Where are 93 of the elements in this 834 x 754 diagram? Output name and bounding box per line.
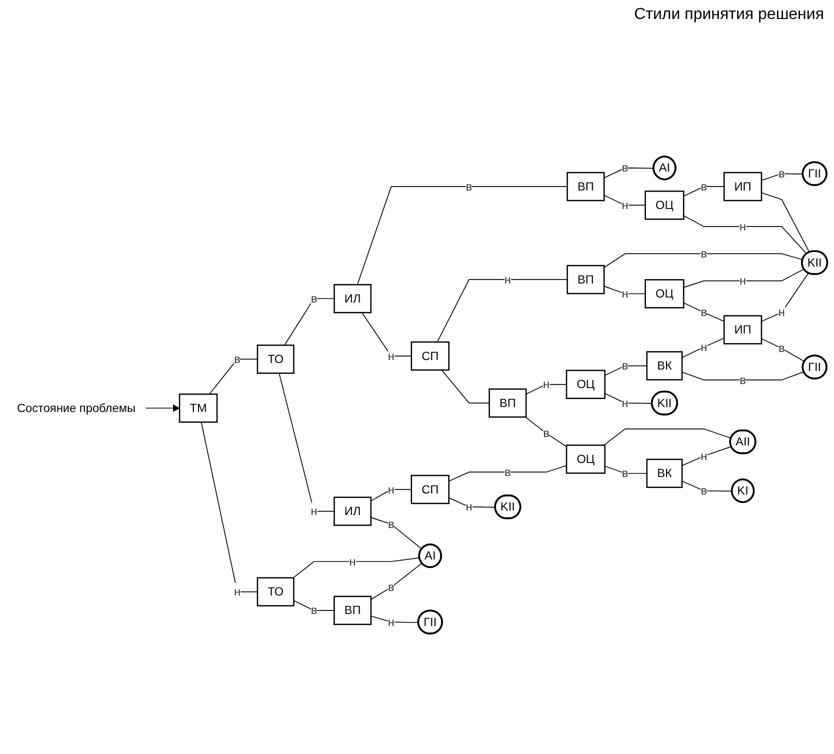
connector — [604, 286, 646, 294]
column-heading: Стили принятия решения — [634, 6, 824, 24]
node-box: ТО — [256, 577, 294, 606]
connector — [292, 557, 420, 578]
edge-label: в — [310, 603, 318, 617]
connector — [604, 253, 804, 268]
edge-label: н — [622, 396, 628, 410]
node-box: ОЦ — [644, 279, 684, 308]
node-text: Состояние проблемы — [16, 400, 136, 414]
node-box: ВП — [566, 264, 605, 294]
node-box: ОЦ — [566, 444, 606, 474]
edge-label: н — [466, 500, 472, 514]
node-box: ТО — [256, 344, 294, 374]
edge-label: н — [388, 482, 394, 496]
edge-label: н — [234, 584, 241, 598]
edge-label: в — [700, 484, 708, 498]
edge-label: н — [740, 274, 746, 288]
connector — [278, 372, 335, 512]
connector — [370, 562, 422, 600]
connector — [362, 312, 412, 356]
node-box: ВК — [646, 458, 683, 488]
edge-label: в — [622, 358, 628, 372]
connector — [682, 480, 733, 492]
node-box: ИЛ — [334, 496, 372, 526]
edge-label: н — [622, 198, 628, 212]
connector — [436, 279, 568, 342]
edge-label: в — [622, 160, 628, 174]
edge-label: в — [740, 372, 746, 386]
connector — [683, 302, 725, 322]
connector — [683, 268, 804, 288]
node-box: ВП — [334, 596, 372, 626]
node-box: СП — [410, 341, 450, 371]
connector — [604, 194, 646, 206]
node-box: ОЦ — [644, 190, 684, 220]
node-box: СП — [410, 474, 450, 504]
connector — [441, 370, 490, 404]
edge-label: н — [504, 272, 511, 286]
node-box: ТМ — [178, 394, 218, 423]
connector — [761, 173, 804, 181]
node-box: ИП — [723, 172, 762, 202]
edge-label: в — [234, 352, 240, 366]
connector — [604, 393, 653, 404]
arrow — [145, 404, 180, 412]
edge-label: в — [388, 517, 394, 531]
connector — [604, 365, 648, 376]
edge-label: в — [700, 305, 708, 319]
connector — [604, 168, 654, 178]
connector — [683, 186, 725, 197]
node-box: ВП — [488, 388, 527, 418]
edge-label: в — [622, 466, 628, 480]
node-box: ИП — [723, 315, 762, 344]
edge-label: в — [543, 426, 550, 440]
node-box: ИЛ — [334, 284, 372, 314]
edge-label: в — [700, 179, 708, 193]
edge-label: н — [700, 340, 708, 354]
edge-label: н — [543, 377, 550, 391]
edge-label: в — [504, 464, 511, 478]
edge-label: в — [778, 341, 785, 355]
connector — [284, 298, 335, 346]
connector — [448, 465, 567, 482]
connector — [448, 497, 496, 508]
edge-label: н — [349, 554, 356, 568]
connector — [603, 428, 732, 446]
connector — [761, 272, 809, 322]
edge-label: в — [388, 580, 394, 594]
edge-label: н — [778, 305, 785, 319]
connector — [200, 422, 258, 592]
connector — [761, 338, 806, 362]
edge-label: в — [310, 291, 318, 305]
connector — [370, 616, 420, 623]
edge-label: н — [622, 286, 628, 300]
edge-label: н — [388, 614, 394, 628]
connector — [683, 215, 808, 254]
edge-label: н — [700, 448, 708, 462]
connector — [293, 600, 335, 611]
edge-label: в — [778, 166, 785, 180]
connector — [682, 446, 732, 466]
connector — [604, 466, 648, 474]
edge-label: в — [700, 246, 708, 260]
connector — [525, 416, 567, 448]
connector — [682, 338, 725, 358]
connector — [370, 517, 422, 550]
edge-label: в — [466, 179, 472, 193]
edge-label: н — [740, 219, 746, 233]
edge-label: н — [310, 504, 318, 518]
connector — [356, 186, 568, 286]
edge-label: н — [388, 348, 394, 362]
connector — [761, 192, 810, 253]
node-box: ОЦ — [566, 370, 606, 400]
connector — [682, 371, 804, 380]
node-box: ВП — [566, 172, 605, 202]
node-box: ВК — [646, 351, 683, 380]
connector — [209, 358, 258, 395]
